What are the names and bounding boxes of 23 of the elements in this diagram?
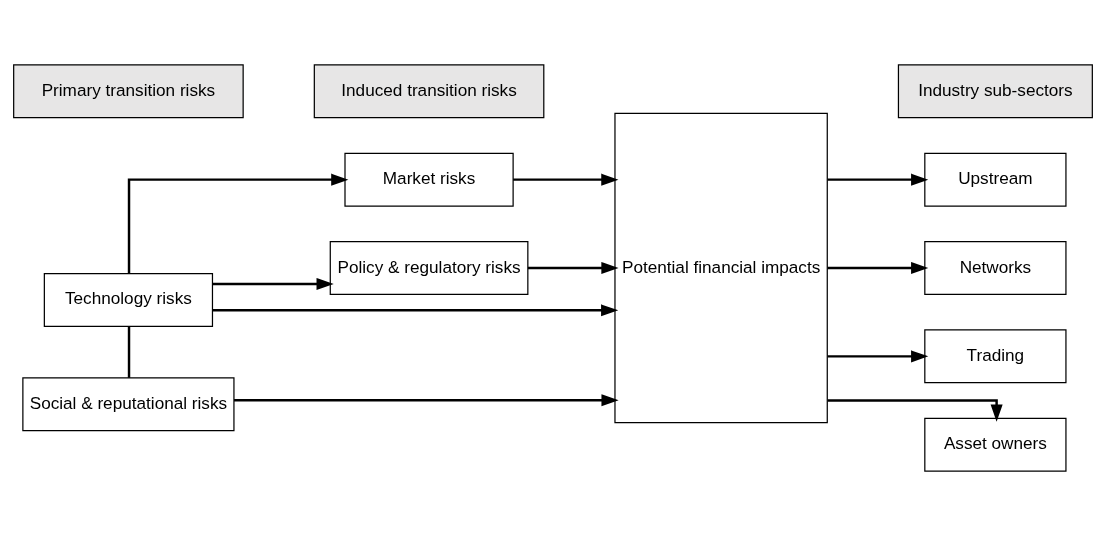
node-box: Policy & regulatory risks bbox=[329, 241, 529, 295]
arrow bbox=[827, 262, 929, 274]
node-box: Asset owners bbox=[924, 417, 1067, 472]
arrow bbox=[827, 399, 1003, 422]
node-box: Social & reputational risks bbox=[22, 377, 235, 432]
node-box: Trading bbox=[924, 329, 1067, 384]
node-box: Potential financial impacts bbox=[614, 112, 828, 424]
node-box: Industry sub-sectors bbox=[897, 64, 1093, 119]
arrow bbox=[212, 277, 334, 290]
node-box: Networks bbox=[924, 241, 1067, 295]
node-box: Primary transition risks bbox=[13, 64, 244, 119]
arrow bbox=[127, 173, 349, 274]
node-box: Technology risks bbox=[43, 272, 214, 327]
arrow bbox=[527, 262, 619, 274]
arrow bbox=[827, 350, 929, 363]
arrow bbox=[513, 173, 619, 186]
arrow bbox=[827, 173, 929, 186]
node-box: Induced transition risks bbox=[313, 64, 545, 119]
connector bbox=[127, 326, 131, 378]
node-box: Market risks bbox=[344, 152, 514, 207]
node-box: Upstream bbox=[924, 152, 1067, 207]
arrow bbox=[212, 304, 619, 317]
arrow bbox=[234, 394, 619, 407]
